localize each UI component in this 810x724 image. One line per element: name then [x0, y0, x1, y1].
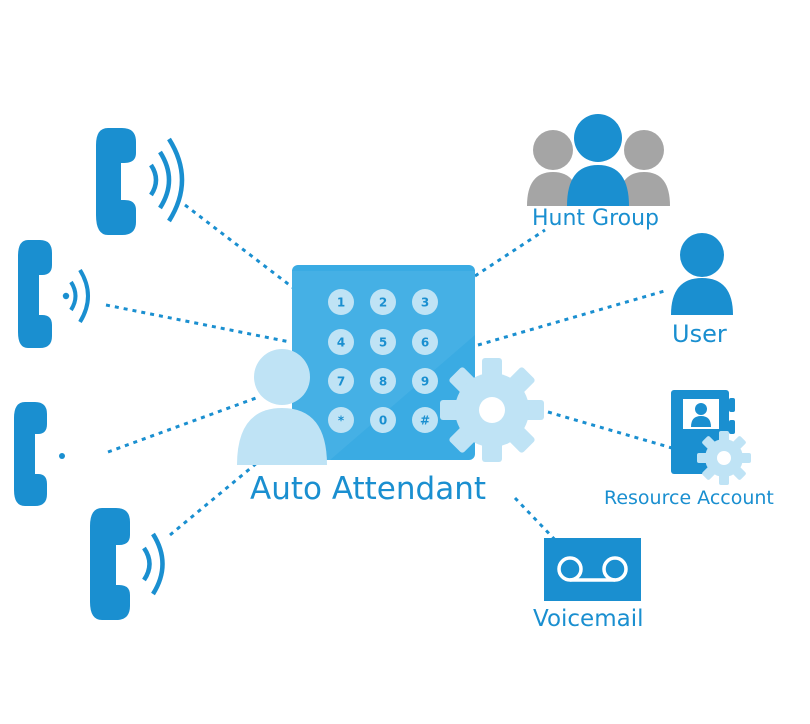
keypad-key: 4 — [328, 329, 354, 355]
user-label: User — [672, 320, 727, 348]
keypad-key: 8 — [370, 368, 396, 394]
keypad-key-label: 4 — [337, 336, 345, 350]
keypad-key: 1 — [328, 289, 354, 315]
voicemail-label: Voicemail — [533, 606, 644, 632]
gear-icon — [440, 358, 544, 462]
keypad-key-label: 1 — [337, 296, 345, 310]
keypad-key-label: # — [420, 414, 430, 428]
user-icon — [671, 233, 733, 315]
keypad-key-label: 2 — [379, 296, 387, 310]
keypad-key-label: 8 — [379, 375, 387, 389]
keypad-key-label: 0 — [379, 414, 387, 428]
phone-icon — [14, 402, 65, 506]
connector-lines — [105, 203, 673, 547]
keypad-key-label: 5 — [379, 336, 387, 350]
keypad-key-label: 6 — [421, 336, 429, 350]
keypad-key: 0 — [370, 407, 396, 433]
keypad-key: 2 — [370, 289, 396, 315]
hunt-group-label: Hunt Group — [532, 206, 660, 231]
keypad-keys: 1 2 3 4 5 6 7 8 9 * 0 # — [328, 289, 438, 433]
phone-ringing-icon — [18, 240, 90, 348]
connector-caller-1 — [184, 203, 297, 292]
keypad-key-label: * — [338, 414, 345, 428]
keypad-key: * — [328, 407, 354, 433]
connector-user — [477, 288, 669, 347]
keypad-key-label: 7 — [337, 375, 345, 389]
connector-caller-3 — [107, 396, 257, 454]
keypad-key: 5 — [370, 329, 396, 355]
voicemail-icon — [544, 538, 641, 601]
group-icon — [527, 114, 670, 206]
keypad-key: 7 — [328, 368, 354, 394]
connector-caller-4 — [169, 460, 259, 537]
connector-voicemail — [513, 496, 562, 547]
keypad-key: # — [412, 407, 438, 433]
phone-ringing-icon — [96, 128, 185, 235]
agent-person-icon — [237, 349, 327, 465]
keypad-key-label: 3 — [421, 296, 429, 310]
keypad-key: 9 — [412, 368, 438, 394]
keypad-key: 3 — [412, 289, 438, 315]
address-book-gear-icon — [671, 390, 751, 485]
auto-attendant-label: Auto Attendant — [250, 471, 486, 507]
phone-ringing-icon — [90, 508, 165, 620]
connector-caller-2 — [105, 303, 291, 344]
keypad-key: 6 — [412, 329, 438, 355]
connector-hunt-group — [474, 228, 546, 278]
resource-account-label: Resource Account — [604, 487, 774, 509]
connector-resource-account — [547, 410, 673, 450]
keypad-key-label: 9 — [421, 375, 429, 389]
